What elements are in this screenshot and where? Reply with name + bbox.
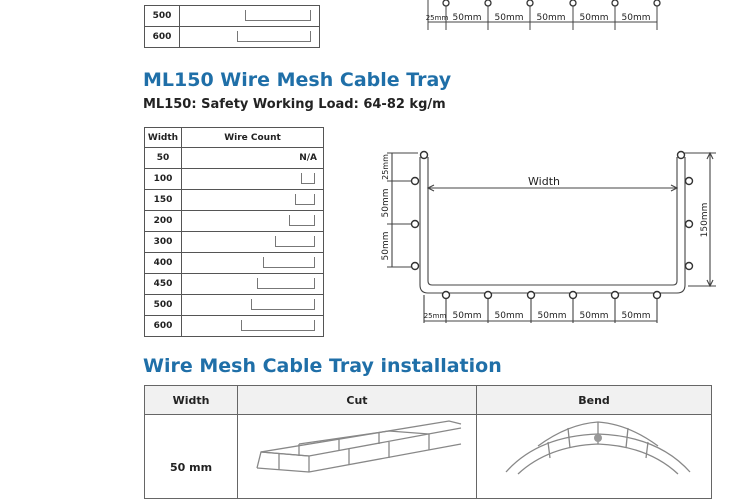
- left-dim-label: 50mm: [381, 189, 391, 218]
- wire-count-cell: [181, 273, 324, 295]
- wire-count-cell: [181, 189, 324, 211]
- width-cell: 500: [144, 5, 180, 27]
- wire-count-cell: [181, 231, 324, 253]
- ml150-wire-count-table: Width Wire Count 50 N/A 100 150 200 300 …: [144, 127, 324, 337]
- header-width: Width: [144, 385, 238, 415]
- header-cut: Cut: [237, 385, 477, 415]
- wire-count-cell: [181, 252, 324, 274]
- left-dim-label: 25mm: [381, 154, 390, 180]
- wire-profile-shape: [295, 194, 315, 205]
- dim-label: 25mm: [426, 14, 449, 22]
- header-bend: Bend: [476, 385, 712, 415]
- cut-image-cell: [237, 414, 477, 499]
- bottom-dim-label: 50mm: [495, 311, 524, 321]
- table-row: 600: [144, 26, 320, 48]
- wire-count-cell: N/A: [181, 147, 324, 169]
- wire-count-cell: [179, 5, 320, 27]
- bottom-dim-label: 50mm: [622, 311, 651, 321]
- height-dimension-label: 150mm: [700, 203, 710, 238]
- wire-profile-shape: [275, 236, 315, 247]
- bend-image-cell: [476, 414, 712, 499]
- width-cell: 450: [144, 273, 182, 295]
- wire-profile-shape: [263, 257, 315, 268]
- wire-profile-shape: [257, 278, 315, 289]
- width-cell: 50: [144, 147, 182, 169]
- width-cell: 200: [144, 210, 182, 232]
- top-wire-count-table: 500 600: [144, 5, 320, 48]
- ml150-section-title: ML150 Wire Mesh Cable Tray: [143, 69, 452, 91]
- cut-tray-illustration: [256, 420, 462, 473]
- wire-count-cell: [181, 210, 324, 232]
- width-cell: 50 mm: [144, 414, 238, 499]
- table-row: 50 N/A: [144, 147, 324, 169]
- width-dimension-label: Width: [528, 175, 560, 188]
- dim-label: 50mm: [580, 13, 609, 23]
- width-cell: 150: [144, 189, 182, 211]
- wire-count-cell: [181, 168, 324, 190]
- bend-tray-illustration: [505, 421, 691, 475]
- wire-profile-shape: [301, 173, 315, 184]
- table-row: 450: [144, 273, 324, 295]
- table-row: 200: [144, 210, 324, 232]
- width-cell: 400: [144, 252, 182, 274]
- bottom-dim-label: 50mm: [453, 311, 482, 321]
- wire-profile-shape: [241, 320, 315, 331]
- dim-label: 50mm: [495, 13, 524, 23]
- wire-count-cell: [181, 315, 324, 337]
- table-header-row: Width Wire Count: [144, 127, 324, 148]
- width-cell: 600: [144, 315, 182, 337]
- header-width: Width: [144, 127, 182, 148]
- width-cell: 500: [144, 294, 182, 316]
- dim-label: 50mm: [453, 13, 482, 23]
- wire-count-cell: [181, 294, 324, 316]
- dim-label: 50mm: [622, 13, 651, 23]
- wire-count-cell: [179, 26, 320, 48]
- table-row: 400: [144, 252, 324, 274]
- width-cell: 600: [144, 26, 180, 48]
- ml150-subtitle: ML150: Safety Working Load: 64-82 kg/m: [143, 97, 446, 112]
- wire-profile-shape: [251, 299, 315, 310]
- wire-profile-shape: [245, 10, 311, 21]
- dim-label: 50mm: [537, 13, 566, 23]
- width-cell: 300: [144, 231, 182, 253]
- table-header-row: Width Cut Bend: [144, 385, 712, 415]
- table-row: 100: [144, 168, 324, 190]
- wire-profile-shape: [289, 215, 315, 226]
- installation-table: Width Cut Bend 50 mm: [144, 385, 712, 499]
- table-row: 500: [144, 294, 324, 316]
- left-dim-label: 50mm: [381, 232, 391, 261]
- bottom-dim-label: 50mm: [538, 311, 567, 321]
- table-row: 600: [144, 315, 324, 337]
- ml150-tray-cross-section-diagram: Width 150mm 25mm 50mm 50mm 25mm 50mm 50m…: [381, 150, 716, 323]
- wire-profile-shape: [237, 31, 311, 42]
- width-cell: 100: [144, 168, 182, 190]
- bottom-dim-label: 25mm: [424, 312, 447, 320]
- bottom-dim-label: 50mm: [580, 311, 609, 321]
- top-tray-dimension-diagram: 25mm 50mm 50mm 50mm 50mm 50mm: [426, 0, 661, 30]
- clamp-icon: [594, 434, 602, 442]
- table-row: 50 mm: [144, 414, 712, 499]
- table-row: 300: [144, 231, 324, 253]
- header-wire-count: Wire Count: [181, 127, 324, 148]
- installation-section-title: Wire Mesh Cable Tray installation: [143, 355, 502, 377]
- table-row: 150: [144, 189, 324, 211]
- table-row: 500: [144, 5, 320, 27]
